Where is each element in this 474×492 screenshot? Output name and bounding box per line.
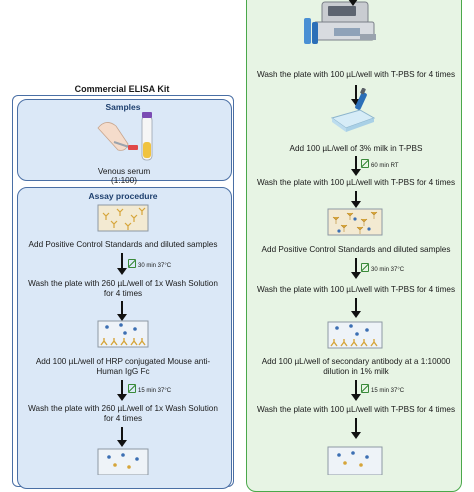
left-panel-title: Commercial ELISA Kit [74, 84, 170, 94]
left-timer-2: 15 min 37°C [128, 384, 171, 395]
final-plate-illustration [97, 445, 149, 475]
left-step-wash-1a: Wash the plate with 260 µL/well of 1x Wa… [28, 279, 218, 288]
antibody-plate-illustration [327, 318, 383, 350]
timer-label: 15 min 37°C [371, 388, 405, 394]
right-step-wash-2: Wash the plate with 100 µL/well with T-P… [256, 178, 456, 187]
left-step-wash-2b: for 4 times [103, 414, 143, 423]
right-step-wash-4: Wash the plate with 100 µL/well with T-P… [256, 405, 456, 414]
flow-arrow [117, 301, 127, 321]
timer-label: 60 min RT [371, 163, 399, 169]
plate-washer-illustration [300, 0, 380, 50]
pipette-plate-illustration [330, 88, 380, 134]
right-step-add-samples: Add Positive Control Standards and dilut… [261, 245, 451, 254]
right-timer-3: 15 min 37°C [361, 384, 404, 395]
right-step-add-milk: Add 100 µL/well of 3% milk in T-PBS [289, 144, 423, 153]
right-timer-1: 60 min RT [361, 159, 399, 170]
flow-arrow [117, 380, 127, 401]
right-step-secondary-antibody-1: Add 100 µL/well of secondary antibody at… [261, 357, 451, 366]
hourglass-icon [361, 384, 369, 393]
antibody-plate-illustration [97, 317, 149, 349]
left-step-wash-2a: Wash the plate with 260 µL/well of 1x Wa… [28, 404, 218, 413]
samples-heading: Samples [105, 102, 141, 112]
timer-label: 15 min 37°C [138, 388, 172, 394]
flow-arrow [351, 191, 361, 208]
hourglass-icon [361, 159, 369, 168]
left-timer-1: 30 min 37°C [128, 259, 171, 270]
samples-caption-1: Venous serum [97, 167, 151, 176]
timer-label: 30 min 37°C [371, 267, 405, 273]
flow-arrow [351, 85, 361, 106]
hourglass-icon [361, 263, 369, 272]
flow-arrow [351, 380, 361, 401]
right-step-wash-3: Wash the plate with 100 µL/well with T-P… [256, 285, 456, 294]
antigen-plate-illustration [327, 205, 383, 237]
timer-label: 30 min 37°C [138, 263, 172, 269]
flow-arrow [351, 298, 361, 318]
samples-caption-2: (1:100) [111, 176, 137, 185]
hourglass-icon [128, 384, 136, 393]
flow-arrow [351, 418, 361, 439]
antigen-plate-illustration [97, 201, 149, 233]
left-step-add-samples: Add Positive Control Standards and dilut… [28, 240, 218, 249]
flow-arrow [117, 253, 127, 275]
flow-arrow [117, 427, 127, 447]
blood-sample-illustration [92, 108, 158, 164]
hourglass-icon [128, 259, 136, 268]
right-timer-2: 30 min 37°C [361, 263, 404, 274]
right-step-secondary-antibody-2: dilution in 1% milk [323, 367, 389, 376]
left-step-wash-1b: for 4 times [103, 289, 143, 298]
final-plate-illustration [327, 443, 383, 475]
flow-arrow [351, 258, 361, 279]
flow-arrow [351, 156, 361, 176]
in-house-protocol-panel [246, 0, 462, 492]
left-step-hrp-2: Human IgG Fc [96, 367, 150, 376]
right-step-wash-1: Wash the plate with 100 µL/well with T-P… [256, 70, 456, 79]
assay-heading: Assay procedure [88, 191, 158, 201]
left-step-hrp-1: Add 100 µL/well of HRP conjugated Mouse … [35, 357, 211, 366]
